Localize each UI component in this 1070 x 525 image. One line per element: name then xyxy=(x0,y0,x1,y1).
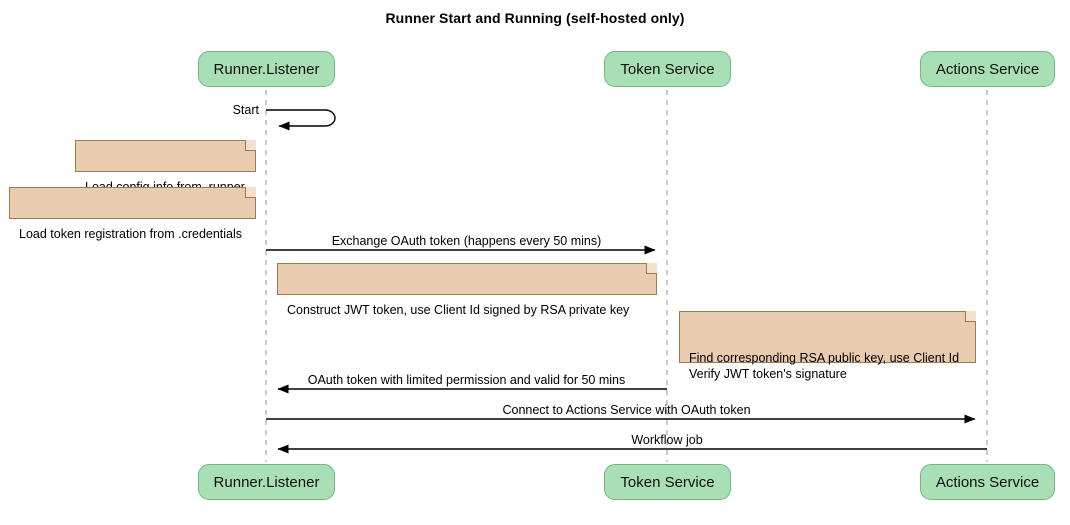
participant-label: Token Service xyxy=(620,473,715,491)
lifelines xyxy=(265,90,988,462)
participant-token-top[interactable]: Token Service xyxy=(604,51,731,87)
note-fold-icon xyxy=(245,140,256,151)
page-title: Runner Start and Running (self-hosted on… xyxy=(385,10,685,26)
note-fold-icon xyxy=(646,263,657,274)
note-verify-jwt: Find corresponding RSA public key, use C… xyxy=(679,311,976,381)
participant-actions-top[interactable]: Actions Service xyxy=(920,51,1055,87)
participant-label: Actions Service xyxy=(935,60,1040,78)
note-text: Construct JWT token, use Client Id signe… xyxy=(287,303,630,317)
participant-runner-top[interactable]: Runner.Listener xyxy=(198,51,335,87)
participant-label: Token Service xyxy=(620,60,715,78)
message-label-connect-actions: Connect to Actions Service with OAuth to… xyxy=(502,403,751,417)
message-label-start: Start xyxy=(232,103,259,117)
participant-runner-bottom[interactable]: Runner.Listener xyxy=(198,464,335,500)
note-load-token-registration: Load token registration from .credential… xyxy=(9,187,256,241)
note-fold-icon xyxy=(245,187,256,198)
note-construct-jwt: Construct JWT token, use Client Id signe… xyxy=(277,263,657,317)
participant-label: Actions Service xyxy=(935,473,1040,491)
message-arrow-start xyxy=(266,109,336,131)
note-fold-icon xyxy=(965,311,976,322)
participant-label: Runner.Listener xyxy=(213,60,320,78)
participant-actions-bottom[interactable]: Actions Service xyxy=(920,464,1055,500)
message-label-exchange-oauth: Exchange OAuth token (happens every 50 m… xyxy=(331,234,602,248)
message-label-oauth-token-return: OAuth token with limited permission and … xyxy=(307,373,626,387)
participant-token-bottom[interactable]: Token Service xyxy=(604,464,731,500)
note-load-config: Load config info from .runner xyxy=(75,140,256,194)
note-text: Find corresponding RSA public key, use C… xyxy=(689,351,960,381)
message-label-workflow-job: Workflow job xyxy=(631,433,703,447)
participant-label: Runner.Listener xyxy=(213,473,320,491)
note-text: Load token registration from .credential… xyxy=(19,227,243,241)
